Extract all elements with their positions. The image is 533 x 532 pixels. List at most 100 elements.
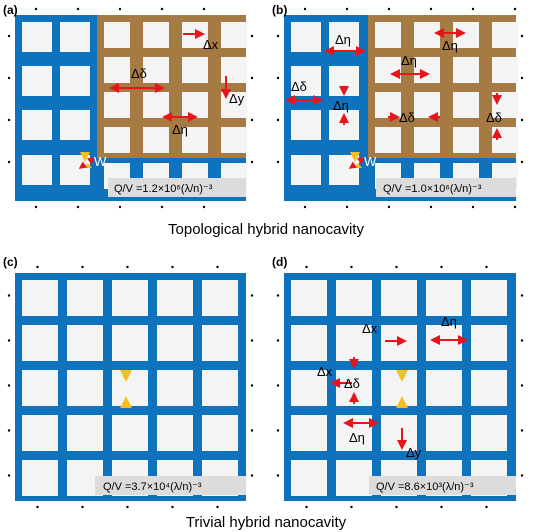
emitter-icon — [120, 370, 132, 408]
lattice-dot — [305, 505, 308, 509]
lattice-dot — [520, 339, 524, 342]
lattice-dot — [126, 265, 129, 269]
width-arrow-icon — [348, 157, 366, 169]
lattice-dot — [250, 160, 254, 164]
air-hole — [22, 370, 58, 406]
annotation: Δδ — [486, 110, 502, 125]
air-hole — [453, 57, 479, 83]
q-value: Q/V =1.0×10⁶(λ/n)⁻³ — [383, 183, 482, 195]
air-hole — [291, 155, 321, 185]
annotation: W — [94, 154, 107, 169]
annotation: Δη — [442, 38, 458, 53]
air-hole — [202, 415, 238, 451]
annotation: Δη — [172, 122, 188, 137]
annotation: W — [364, 154, 377, 169]
lattice-dot — [118, 7, 122, 11]
lattice-dot — [250, 34, 254, 38]
annotation: Δη — [441, 314, 457, 329]
annotation: Δx — [203, 37, 219, 52]
lattice-dot — [7, 160, 11, 164]
lattice-dot — [7, 339, 11, 342]
air-hole — [291, 370, 327, 406]
air-hole — [291, 22, 321, 52]
air-hole — [426, 415, 462, 451]
lattice-dot — [440, 505, 443, 509]
lattice-dots — [276, 7, 524, 209]
lattice-dot — [81, 265, 84, 269]
air-hole — [22, 415, 58, 451]
lattice-dot — [276, 429, 280, 432]
annotation: Δδ — [131, 66, 147, 81]
air-hole — [414, 92, 440, 118]
panel-a: (a) Δx Δδ Δy Δη W Q/V =1.2×10⁶(λ/n)⁻³ — [3, 3, 254, 209]
lattice-dot — [395, 265, 398, 269]
lattice-dot — [216, 505, 219, 509]
lattice-dot — [276, 34, 280, 38]
lattice-dots — [7, 7, 254, 209]
air-hole — [182, 92, 208, 118]
air-hole — [157, 280, 193, 316]
air-hole — [67, 370, 103, 406]
caption-topological: Topological hybrid nanocavity — [168, 221, 364, 238]
air-hole — [336, 460, 372, 496]
air-hole — [375, 22, 401, 48]
lattice-dot — [345, 7, 349, 11]
lattice-dot — [118, 205, 122, 209]
air-hole — [492, 57, 518, 83]
air-hole — [112, 370, 148, 406]
lattice-dot — [250, 339, 254, 342]
air-hole — [336, 280, 372, 316]
lattice-dot — [76, 7, 80, 11]
lattice-dot — [429, 7, 433, 11]
air-hole — [291, 415, 327, 451]
lattice-dot — [7, 76, 11, 80]
lattice-dot — [485, 265, 488, 269]
air-hole — [336, 325, 372, 361]
air-hole — [104, 127, 130, 153]
air-holes — [22, 280, 238, 496]
annotation: Δη — [401, 53, 417, 68]
lattice-dot — [471, 205, 475, 209]
air-hole — [471, 280, 507, 316]
lattice-dot — [250, 76, 254, 80]
annotation: Δη — [333, 98, 349, 113]
air-hole — [182, 57, 208, 83]
air-hole — [22, 460, 58, 496]
lattice-dot — [276, 294, 280, 297]
lattice-dot — [276, 339, 280, 342]
air-hole — [426, 325, 462, 361]
air-hole — [291, 66, 321, 96]
air-hole — [375, 92, 401, 118]
panel-label: (b) — [272, 3, 287, 17]
lattice-dot — [395, 505, 398, 509]
lattice-dot — [250, 118, 254, 122]
lattice-dots — [276, 265, 524, 509]
q-box — [369, 476, 516, 495]
lattice-dot — [471, 7, 475, 11]
air-hole — [453, 92, 479, 118]
air-hole — [67, 280, 103, 316]
lattice-dot — [429, 205, 433, 209]
panel-label: (c) — [3, 255, 18, 269]
air-hole — [471, 325, 507, 361]
lattice-dot — [520, 160, 524, 164]
lattice-dot — [36, 265, 39, 269]
annotation: Δδ — [399, 110, 415, 125]
air-hole — [143, 92, 169, 118]
air-hole — [221, 22, 247, 48]
air-hole — [143, 22, 169, 48]
air-hole — [492, 22, 518, 48]
lattice-dot — [202, 7, 206, 11]
lattice-dot — [520, 294, 524, 297]
q-box — [376, 178, 516, 197]
lattice-dot — [387, 7, 391, 11]
lattice-dot — [520, 474, 524, 477]
air-hole — [104, 22, 130, 48]
lattice-dot — [76, 205, 80, 209]
air-hole — [157, 325, 193, 361]
air-hole — [381, 325, 417, 361]
air-hole — [471, 415, 507, 451]
lattice-dot — [520, 34, 524, 38]
lattice-dot — [513, 205, 517, 209]
lattice-dot — [520, 76, 524, 80]
